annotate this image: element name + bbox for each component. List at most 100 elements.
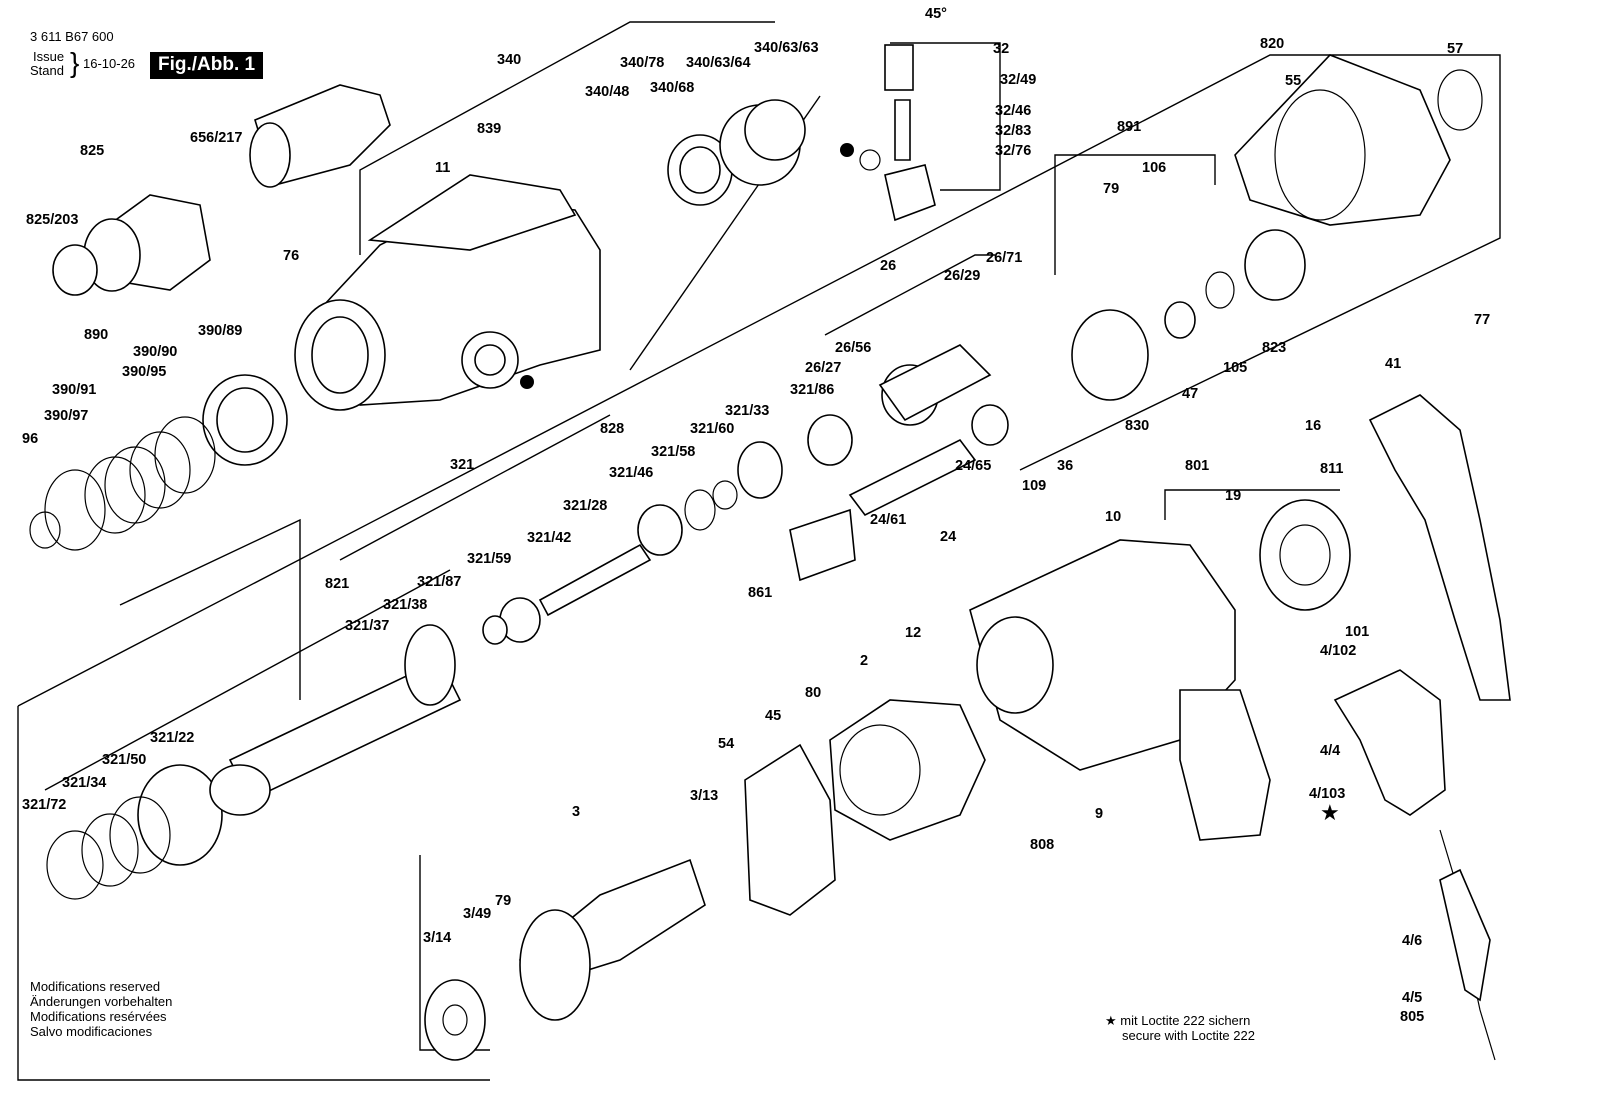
modifications-line: Änderungen vorbehalten xyxy=(30,994,173,1009)
callout-label: 9 xyxy=(1095,806,1103,822)
callout-label: 80 xyxy=(805,685,821,701)
armature xyxy=(424,858,706,1061)
callout-label: 390/90 xyxy=(133,344,177,360)
callout-label: 4/103 xyxy=(1309,786,1345,802)
issue-label: Issue xyxy=(33,49,65,64)
callout-label: 4/6 xyxy=(1402,933,1422,949)
callout-label: 3 xyxy=(572,804,580,820)
loctite-note-de: mit Loctite 222 sichern xyxy=(1120,1013,1251,1028)
callout-label: 32 xyxy=(993,41,1009,57)
callout-label: 106 xyxy=(1142,160,1166,176)
switch-and-cable xyxy=(1333,669,1496,1061)
callout-label: 105 xyxy=(1223,360,1247,376)
handle-half xyxy=(1368,394,1511,701)
callout-label: 811 xyxy=(1320,461,1343,477)
callout-label: 321/37 xyxy=(345,618,389,634)
callout-label: 825 xyxy=(80,143,104,159)
spindle-group xyxy=(789,404,1009,582)
callout-labels: 33/133/143/497954458021280894/44/1034/64… xyxy=(22,36,1490,1025)
figure-label: Fig./Abb. 1 xyxy=(150,52,264,79)
chuck-assembly xyxy=(52,84,391,296)
callout-label: 823 xyxy=(1262,340,1286,356)
callout-label: 36 xyxy=(1057,458,1073,474)
callout-label: 12 xyxy=(905,625,921,641)
document-number: 3 611 B67 600 xyxy=(30,29,114,44)
loctite-note-en: secure with Loctite 222 xyxy=(1122,1028,1255,1043)
callout-label: 3/13 xyxy=(690,788,718,804)
callout-label: 321/28 xyxy=(563,498,607,514)
callout-label: 26/56 xyxy=(835,340,871,356)
x-marker-icon xyxy=(840,143,854,157)
callout-label: 390/89 xyxy=(198,323,242,339)
callout-label: 808 xyxy=(1030,837,1054,853)
loctite-star-icon: ★ xyxy=(1320,801,1340,826)
callout-label: 321/33 xyxy=(725,403,769,419)
callout-label: 321/59 xyxy=(467,551,511,567)
callout-label: 821 xyxy=(325,576,349,592)
callout-label: 321/72 xyxy=(22,797,66,813)
callout-label: 890 xyxy=(84,327,108,343)
callout-label: 340/63/63 xyxy=(754,40,819,56)
callout-label: 26 xyxy=(880,258,896,274)
drive-gear-group xyxy=(46,764,271,900)
angle-label: 45° xyxy=(925,6,947,22)
callout-label: 32/46 xyxy=(995,103,1031,119)
callout-label: 340/63/64 xyxy=(686,55,751,71)
callout-label: 26/71 xyxy=(986,250,1022,266)
callout-label: 26/27 xyxy=(805,360,841,376)
fan-baffle xyxy=(744,743,836,916)
callout-label: 45 xyxy=(765,708,781,724)
ring-set-upper xyxy=(667,99,806,206)
callout-label: 24 xyxy=(940,529,956,545)
callout-label: 26/29 xyxy=(944,268,980,284)
callout-label: 47 xyxy=(1182,386,1198,402)
modifications-notice: Modifications reserved Änderungen vorbeh… xyxy=(30,979,172,1039)
callout-label: 656/217 xyxy=(190,130,242,146)
callout-label: 19 xyxy=(1225,488,1241,504)
callout-label: 861 xyxy=(748,585,772,601)
issue-brace: } xyxy=(70,47,80,78)
loctite-star-icon: ★ xyxy=(1105,1013,1121,1028)
callout-label: 340/48 xyxy=(585,84,629,100)
stand-label: Stand xyxy=(30,63,64,78)
issue-date: 16-10-26 xyxy=(83,56,136,71)
motor-housing xyxy=(969,539,1271,841)
callout-label: 801 xyxy=(1185,458,1209,474)
callout-label: 891 xyxy=(1117,119,1141,135)
callout-label: 79 xyxy=(1103,181,1119,197)
callout-label: 828 xyxy=(600,421,624,437)
callout-label: 321/42 xyxy=(527,530,571,546)
callout-label: 2 xyxy=(860,653,868,669)
callout-label: 3/14 xyxy=(423,930,451,946)
callout-label: 11 xyxy=(435,160,450,176)
callout-label: 24/65 xyxy=(955,458,991,474)
callout-label: 321/22 xyxy=(150,730,194,746)
callout-label: 825/203 xyxy=(26,212,78,228)
callout-label: 805 xyxy=(1400,1009,1424,1025)
callout-label: 24/61 xyxy=(870,512,906,528)
callout-label: 321/60 xyxy=(690,421,734,437)
callout-label: 79 xyxy=(495,893,511,909)
callout-label: 390/95 xyxy=(122,364,166,380)
loctite-note: ★ mit Loctite 222 sichern secure with Lo… xyxy=(1105,1013,1255,1043)
callout-label: 10 xyxy=(1105,509,1121,525)
callout-label: 820 xyxy=(1260,36,1284,52)
callout-label: 340 xyxy=(497,52,521,68)
callout-label: 4/102 xyxy=(1320,643,1356,659)
callout-label: 321/46 xyxy=(609,465,653,481)
callout-label: 54 xyxy=(718,736,734,752)
callout-label: 41 xyxy=(1385,356,1401,372)
callout-label: 321/38 xyxy=(383,597,427,613)
gear-housing xyxy=(294,174,601,411)
callout-label: 321/86 xyxy=(790,382,834,398)
callout-label: 390/97 xyxy=(44,408,88,424)
callout-label: 32/49 xyxy=(1000,72,1036,88)
callout-label: 839 xyxy=(477,121,501,137)
modifications-line: Modifications resérvées xyxy=(30,1009,167,1024)
callout-label: 16 xyxy=(1305,418,1321,434)
callout-label: 76 xyxy=(283,248,299,264)
callout-label: 340/68 xyxy=(650,80,694,96)
sleeve-group xyxy=(29,374,288,551)
callout-label: 340/78 xyxy=(620,55,664,71)
